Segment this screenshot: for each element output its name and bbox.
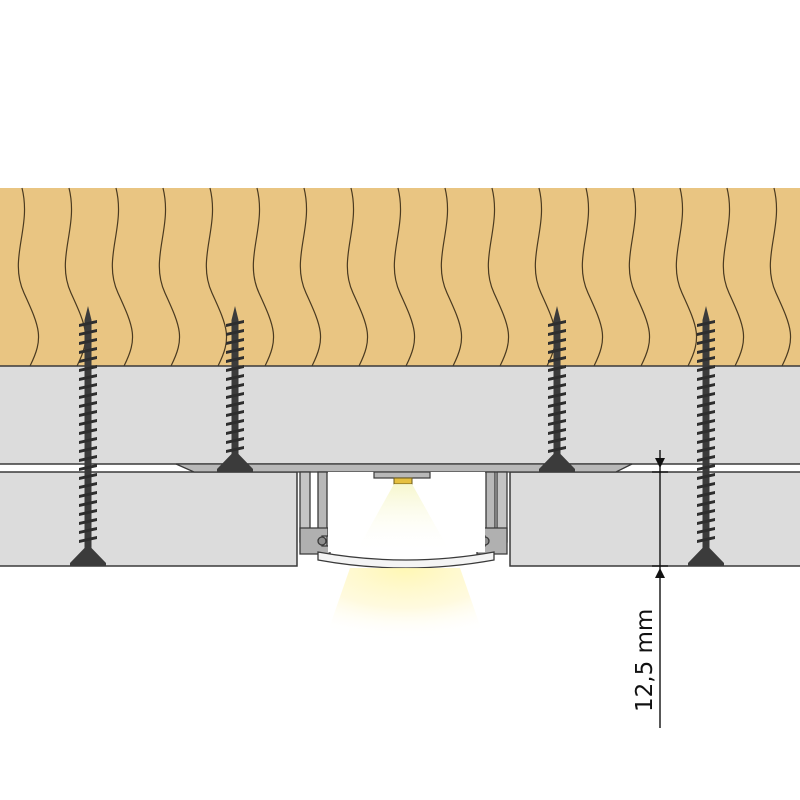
plasterboard-lower-left — [0, 471, 298, 567]
aluminium-profile — [175, 463, 633, 555]
light-beam-inner — [356, 484, 450, 552]
dimension-label: 12,5 mm — [632, 609, 658, 712]
wood-grain-line — [769, 187, 792, 367]
wood-grain-line — [393, 187, 416, 367]
wood-grain-line — [346, 187, 369, 367]
screws — [70, 306, 724, 566]
wood-grain-line — [252, 187, 275, 367]
wood-grain-line — [299, 187, 322, 367]
screw — [539, 306, 575, 472]
wood-grain-line — [111, 187, 134, 367]
screw — [688, 306, 724, 566]
dimension-indicator — [652, 450, 668, 728]
plasterboard-lower-right — [509, 471, 800, 567]
diffuser — [317, 551, 495, 569]
wood-beam — [0, 187, 800, 367]
wood-grain-line — [440, 187, 463, 367]
wood-grain-line — [675, 187, 698, 367]
wood-grain-line — [17, 187, 40, 367]
light-glow — [325, 568, 485, 640]
screw — [70, 306, 106, 566]
plasterboard-upper — [0, 365, 800, 465]
wood-grain-line — [487, 187, 510, 367]
wood-grain — [17, 187, 792, 367]
wood-grain-line — [628, 187, 651, 367]
screw — [217, 306, 253, 472]
wood-grain-line — [581, 187, 604, 367]
wood-grain-line — [722, 187, 745, 367]
wood-grain-line — [158, 187, 181, 367]
